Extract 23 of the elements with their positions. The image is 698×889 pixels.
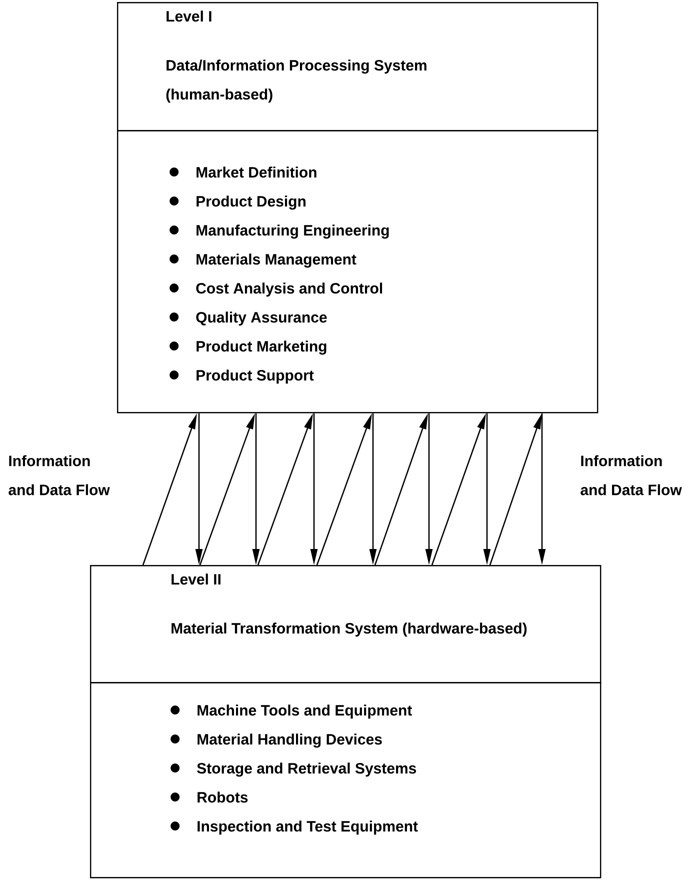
system-title: Data/Information Processing System (human-based): [166, 60, 426, 103]
bullet-item: Storage and Retrieval Systems: [170, 762, 416, 777]
level-box: [117, 2, 598, 132]
bullet-item: Product Marketing: [170, 340, 326, 355]
flow-label: Information and Data Flow: [580, 455, 682, 496]
list-box: [90, 682, 602, 878]
level-heading: Level I: [166, 10, 212, 22]
bullet-item: Product Support: [170, 370, 314, 384]
bullet-item: Product Design: [170, 196, 306, 210]
flow-label: Information and Data Flow: [8, 455, 110, 496]
bullet-item: Material Handling Devices: [170, 734, 382, 748]
bullet-item: Cost Analysis and Control: [170, 282, 382, 297]
level-box: [90, 565, 602, 684]
bullet-item: Manufacturing Engineering: [170, 224, 389, 239]
bullet-item: Robots: [170, 792, 248, 803]
level-heading: Level II: [172, 574, 220, 585]
bullet-item: Inspection and Test Equipment: [170, 820, 418, 835]
bullet-item: Materials Management: [170, 254, 356, 268]
list-box: [117, 130, 598, 414]
bullet-item: Machine Tools and Equipment: [170, 704, 412, 719]
bullet-item: Quality Assurance: [170, 312, 327, 326]
bullet-item: Market Definition: [170, 166, 316, 178]
system-title: Material Transformation System (hardware-based): [172, 622, 527, 637]
